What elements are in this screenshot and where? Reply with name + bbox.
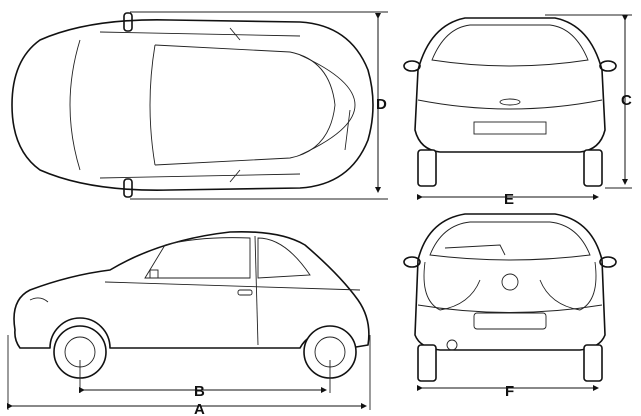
front-view: C E — [403, 14, 632, 208]
dimension-label-c: C — [621, 92, 632, 109]
side-view: B A — [7, 230, 371, 416]
dimension-label-e: E — [504, 191, 514, 208]
dimension-label-f: F — [505, 383, 514, 400]
dimension-label-d: D — [376, 96, 387, 113]
dimension-label-b: B — [194, 383, 205, 400]
dimension-label-a: A — [194, 401, 205, 416]
top-view: D — [11, 11, 388, 200]
rear-view: F — [403, 213, 617, 400]
